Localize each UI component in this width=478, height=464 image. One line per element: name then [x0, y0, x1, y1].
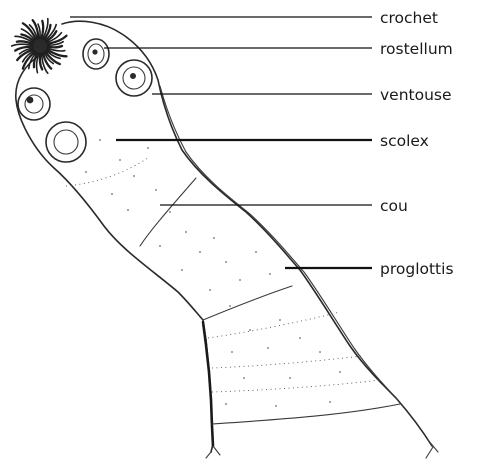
- sucker-left-pit: [27, 97, 34, 104]
- sucker-center-outer: [46, 122, 86, 162]
- speck: [209, 289, 211, 291]
- proglottis-boundary-1: [203, 286, 292, 320]
- speck: [279, 319, 281, 321]
- right-contour-inner: [160, 86, 398, 400]
- labels: crochet rostellum ventouse scolex cou pr…: [380, 9, 454, 278]
- speck: [269, 273, 271, 275]
- leader-lines: [70, 17, 372, 268]
- dotted-line-3: [208, 312, 340, 338]
- dotted-line-1: [212, 356, 362, 368]
- label-cou: cou: [380, 197, 408, 215]
- label-proglottis: proglottis: [380, 260, 454, 278]
- speck: [329, 401, 331, 403]
- label-ventouse: ventouse: [380, 86, 452, 104]
- sucker-right: [116, 60, 152, 96]
- tail-fringe: [206, 440, 438, 458]
- speck: [225, 261, 227, 263]
- speck: [155, 189, 157, 191]
- hook-crown: [12, 19, 67, 74]
- speck: [229, 305, 231, 307]
- speck: [289, 377, 291, 379]
- hook-crown-center: [33, 39, 47, 53]
- speck: [339, 371, 341, 373]
- dotted-line-2: [212, 380, 380, 392]
- rostellum-pit: [92, 49, 97, 54]
- dotted-line-4: [66, 158, 148, 186]
- sucker-center: [46, 122, 86, 162]
- label-crochet: crochet: [380, 9, 438, 27]
- speck: [213, 237, 215, 239]
- speck: [199, 251, 201, 253]
- sucker-left-outer: [18, 88, 50, 120]
- speck: [249, 329, 251, 331]
- left-contour-shadow: [203, 322, 213, 446]
- speck: [239, 279, 241, 281]
- speck: [169, 211, 171, 213]
- speck: [231, 351, 233, 353]
- speck: [185, 231, 187, 233]
- sucker-right-pit: [130, 73, 136, 79]
- speck: [299, 337, 301, 339]
- speck: [319, 351, 321, 353]
- speck: [267, 347, 269, 349]
- speck: [225, 403, 227, 405]
- speck: [85, 171, 87, 173]
- speck: [133, 175, 135, 177]
- segment-lines: [66, 158, 400, 424]
- speck: [243, 377, 245, 379]
- hook: [45, 46, 62, 47]
- sucker-center-inner: [54, 130, 78, 154]
- body-outline: [16, 21, 438, 458]
- speck: [275, 405, 277, 407]
- speck: [111, 193, 113, 195]
- sucker-left: [18, 88, 50, 120]
- speck: [99, 139, 101, 141]
- speck: [159, 245, 161, 247]
- speck: [255, 251, 257, 253]
- rostellum: [83, 39, 109, 69]
- speck: [127, 209, 129, 211]
- speck: [147, 147, 149, 149]
- neck-line: [140, 178, 196, 246]
- speck: [181, 269, 183, 271]
- proglottis-boundary-2: [212, 404, 400, 424]
- label-scolex: scolex: [380, 132, 429, 150]
- speck: [119, 159, 121, 161]
- label-rostellum: rostellum: [380, 40, 453, 58]
